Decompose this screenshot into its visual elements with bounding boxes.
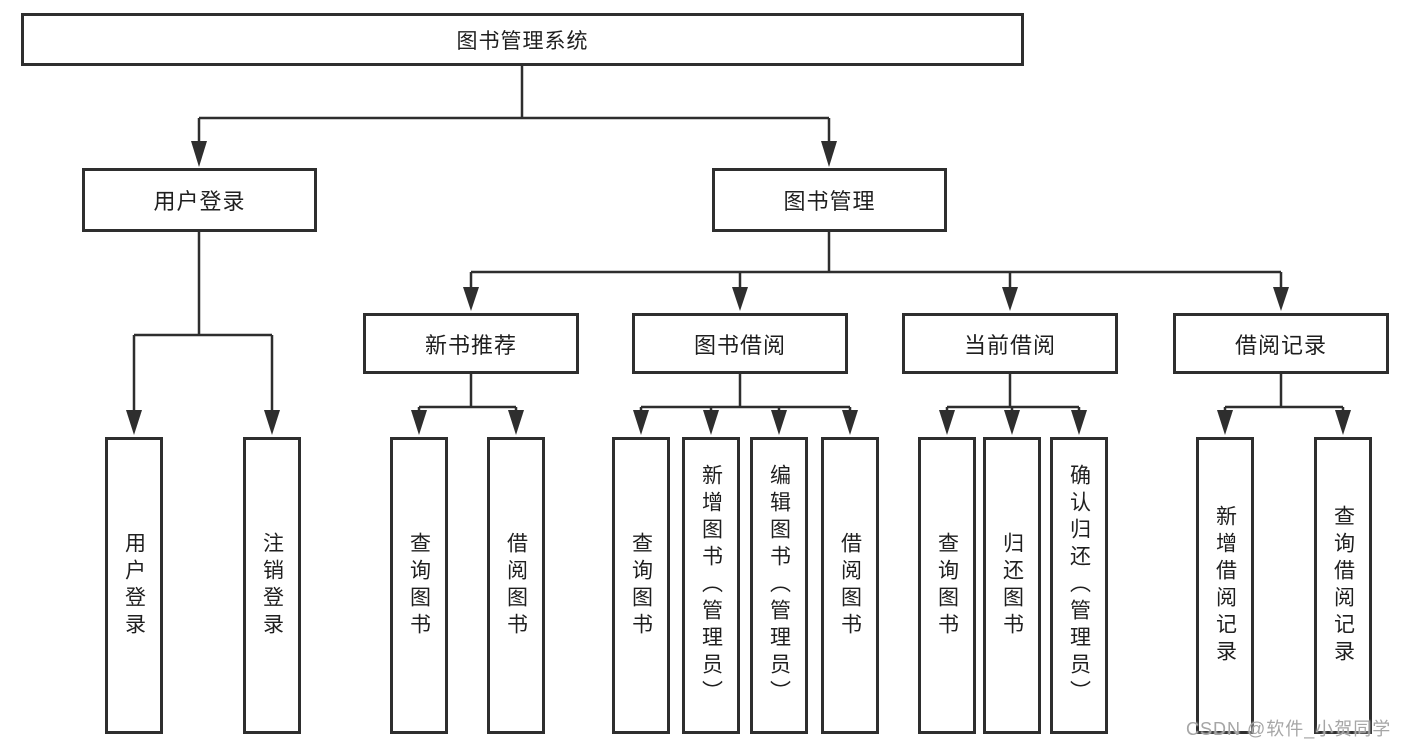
leaf-query-books: 查询图书 [918, 437, 976, 734]
arrow-down-icon [771, 410, 787, 435]
arrow-down-icon [191, 141, 207, 167]
node-new-book-recommendation: 新书推荐 [363, 313, 579, 374]
leaf-borrow-books: 借阅图书 [487, 437, 545, 734]
leaf-confirm-return-admin: 确认归还（管理员） [1050, 437, 1108, 734]
arrow-down-icon [1071, 410, 1087, 435]
arrow-down-icon [633, 410, 649, 435]
leaf-query-books: 查询图书 [612, 437, 670, 734]
node-library-management-system: 图书管理系统 [21, 13, 1024, 66]
leaf-borrow-books: 借阅图书 [821, 437, 879, 734]
node-book-management: 图书管理 [712, 168, 947, 232]
connector-user-login-branch [132, 232, 274, 412]
arrow-down-icon [1273, 287, 1289, 311]
arrow-down-icon [703, 410, 719, 435]
arrow-down-icon [842, 410, 858, 435]
arrow-down-icon [1004, 410, 1020, 435]
leaf-user-login: 用户登录 [105, 437, 163, 734]
arrow-down-icon [1217, 410, 1233, 435]
node-current-borrowing: 当前借阅 [902, 313, 1118, 374]
leaf-logout: 注销登录 [243, 437, 301, 734]
arrow-down-icon [732, 287, 748, 311]
csdn-watermark: CSDN @软件_小贺同学 [1186, 719, 1392, 739]
connector-borrow-records-branch [1223, 374, 1345, 412]
arrowheads [126, 141, 1351, 435]
connector-book-mgmt-branch [469, 232, 1283, 289]
leaf-add-books-admin: 新增图书（管理员） [682, 437, 740, 734]
leaf-query-books: 查询图书 [390, 437, 448, 734]
connector-root-to-level2 [197, 66, 831, 143]
arrow-down-icon [463, 287, 479, 311]
arrow-down-icon [939, 410, 955, 435]
arrow-down-icon [1002, 287, 1018, 311]
leaf-query-borrow-record: 查询借阅记录 [1314, 437, 1372, 734]
connector-book-borrow-branch [639, 374, 852, 412]
arrow-down-icon [821, 141, 837, 167]
connector-new-book-branch [417, 374, 518, 412]
node-user-login: 用户登录 [82, 168, 317, 232]
leaf-edit-books-admin: 编辑图书（管理员） [750, 437, 808, 734]
leaf-return-books: 归还图书 [983, 437, 1041, 734]
connector-current-borrow-branch [945, 374, 1081, 412]
arrow-down-icon [508, 410, 524, 435]
arrow-down-icon [126, 410, 142, 435]
arrow-down-icon [264, 410, 280, 435]
arrow-down-icon [1335, 410, 1351, 435]
node-book-borrowing: 图书借阅 [632, 313, 848, 374]
leaf-add-borrow-record: 新增借阅记录 [1196, 437, 1254, 734]
node-borrowing-records: 借阅记录 [1173, 313, 1389, 374]
arrow-down-icon [411, 410, 427, 435]
